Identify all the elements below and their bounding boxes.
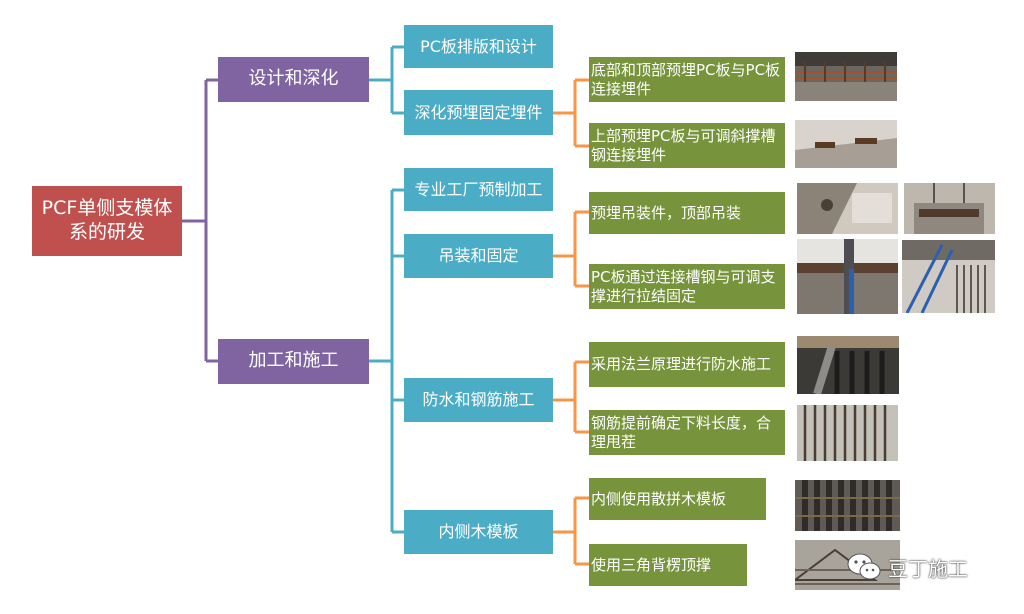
watermark-text: 豆丁施工 <box>888 556 968 581</box>
leaf-pc-connection-embed-label: 底部和顶部预埋PC板与PC板连接埋件 <box>591 60 781 98</box>
channel-steel-embed-photo <box>795 120 897 168</box>
leaf-channel-embed: 上部预埋PC板与可调斜撑槽钢连接埋件 <box>589 123 785 168</box>
node-hoisting: 吊装和固定 <box>404 234 553 278</box>
connector-formwork-to-level3 <box>553 496 589 566</box>
node-embed-parts: 深化预埋固定埋件 <box>404 90 553 135</box>
node-factory-prefab: 专业工厂预制加工 <box>404 168 553 211</box>
embedded-parts-photo <box>795 52 897 101</box>
connector-construction-to-level2 <box>369 188 404 534</box>
node-design: 设计和深化 <box>218 57 369 102</box>
connector-design-to-level2 <box>369 45 404 115</box>
adjustable-support-photo <box>902 240 995 313</box>
leaf-channel-embed-label: 上部预埋PC板与可调斜撑槽钢连接埋件 <box>591 126 776 164</box>
root-label: PCF单侧支模体系的研发 <box>41 197 173 243</box>
node-waterproof-rebar: 防水和钢筋施工 <box>404 378 553 422</box>
flange-waterproofing-photo <box>797 336 899 394</box>
top-hoisting-photo <box>904 183 995 234</box>
connector-waterproof-to-level3 <box>553 360 589 434</box>
node-construction: 加工和施工 <box>218 339 369 384</box>
node-hoisting-label: 吊装和固定 <box>438 246 519 265</box>
node-inner-formwork: 内侧木模板 <box>404 510 553 554</box>
connector-hoisting-to-level3 <box>553 210 589 288</box>
leaf-lifting-embed-label: 预埋吊装件，顶部吊装 <box>591 203 742 222</box>
channel-connection-photo <box>797 239 898 314</box>
node-construction-label: 加工和施工 <box>248 350 339 372</box>
root-node: PCF单侧支模体系的研发 <box>32 186 182 256</box>
connector-embed-to-level3 <box>553 78 589 148</box>
node-inner-formwork-label: 内侧木模板 <box>438 522 519 541</box>
triangle-brace-photo <box>795 540 900 590</box>
leaf-flange-waterproof: 采用法兰原理进行防水施工 <box>589 342 785 387</box>
wechat-icon <box>847 553 881 580</box>
leaf-channel-tie: PC板通过连接槽钢与可调支撑进行拉结固定 <box>589 264 785 309</box>
leaf-timber-formwork: 内侧使用散拼木模板 <box>589 478 766 520</box>
leaf-pc-connection-embed: 底部和顶部预埋PC板与PC板连接埋件 <box>589 57 785 102</box>
leaf-rebar-length-label: 钢筋提前确定下料长度，合理甩茬 <box>591 413 772 451</box>
connector-root-to-level1 <box>182 78 218 363</box>
watermark: 豆丁施工 <box>846 552 968 582</box>
leaf-flange-waterproof-label: 采用法兰原理进行防水施工 <box>591 355 772 374</box>
node-pc-layout-label: PC板排版和设计 <box>420 36 537 56</box>
timber-formwork-photo <box>795 480 900 531</box>
leaf-rebar-length: 钢筋提前确定下料长度，合理甩茬 <box>589 410 785 455</box>
node-waterproof-rebar-label: 防水和钢筋施工 <box>422 390 535 409</box>
leaf-triangle-brace: 使用三角背楞顶撑 <box>589 544 747 586</box>
rebar-lap-photo <box>797 405 898 461</box>
node-embed-parts-label: 深化预埋固定埋件 <box>414 102 543 122</box>
leaf-timber-formwork-label: 内侧使用散拼木模板 <box>591 489 727 508</box>
leaf-lifting-embed: 预埋吊装件，顶部吊装 <box>589 192 785 234</box>
node-pc-layout: PC板排版和设计 <box>404 25 553 68</box>
leaf-channel-tie-label: PC板通过连接槽钢与可调支撑进行拉结固定 <box>591 267 776 305</box>
node-factory-prefab-label: 专业工厂预制加工 <box>414 179 543 199</box>
node-design-label: 设计和深化 <box>248 68 339 90</box>
lifting-embed-photo <box>797 183 898 234</box>
leaf-triangle-brace-label: 使用三角背楞顶撑 <box>591 555 712 574</box>
